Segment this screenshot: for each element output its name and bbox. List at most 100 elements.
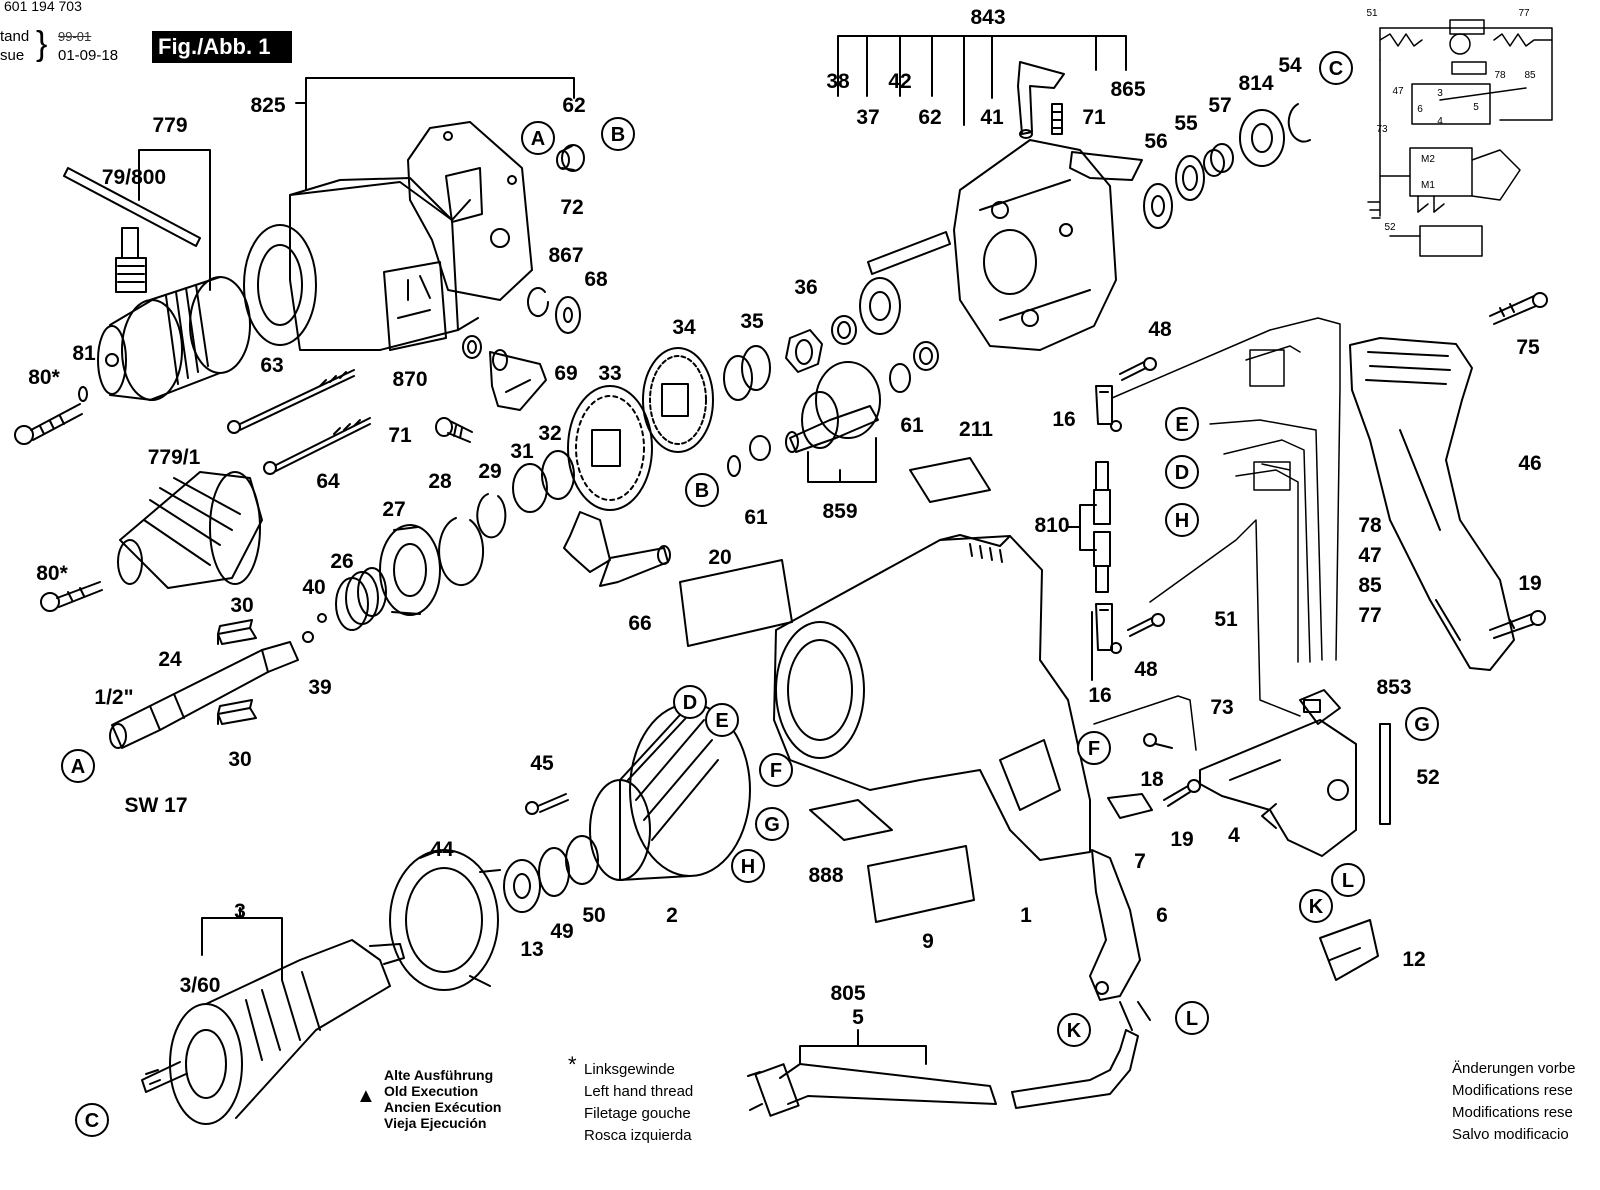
callout-40: 40	[302, 576, 325, 599]
changes-line-3: Modifications rese	[1452, 1104, 1573, 1121]
svg-text:K: K	[1067, 1020, 1082, 1042]
callout-78: 78	[1358, 514, 1382, 537]
nut-36	[785, 329, 823, 373]
legend-thread-line-4: Rosca izquierda	[584, 1127, 692, 1144]
callout-55: 55	[1174, 112, 1198, 135]
svg-text:B: B	[611, 124, 625, 146]
callout-779-1: 779/1	[148, 446, 201, 469]
washer-32	[541, 450, 575, 500]
bracket-843	[837, 35, 1127, 126]
callout-66: 66	[628, 612, 651, 635]
figure-title: Fig./Abb. 1	[152, 31, 292, 63]
callout-27: 27	[382, 498, 405, 521]
o-ring-870	[462, 335, 482, 359]
keyless-chuck-779-1	[117, 471, 263, 589]
callout-870: 870	[392, 368, 427, 391]
svg-text:G: G	[764, 814, 780, 836]
svg-text:D: D	[1175, 462, 1189, 484]
motor-housing-1	[773, 534, 1091, 861]
label-9	[867, 845, 975, 923]
armature-3	[141, 939, 405, 1125]
legend-changes: Änderungen vorbe Modifications rese Modi…	[1452, 1058, 1600, 1154]
connector-c-top: C	[1319, 51, 1353, 85]
connector-b-top: B	[601, 117, 635, 151]
callout-843: 843	[970, 6, 1005, 29]
wiring-label-77: 77	[1518, 8, 1530, 19]
callout-52: 52	[1416, 766, 1439, 789]
key-30-upper	[217, 619, 257, 645]
callout-24: 24	[158, 648, 182, 671]
callout-9: 9	[922, 930, 934, 953]
callout-49: 49	[550, 920, 573, 943]
bearing-13	[503, 859, 541, 913]
brush-holder-16-lower	[1095, 603, 1122, 654]
legend-thread-line-3: Filetage gouche	[584, 1105, 691, 1122]
svg-text:F: F	[770, 760, 782, 782]
callout-3: 3	[234, 900, 246, 923]
washer-55	[1175, 155, 1205, 201]
svg-text:C: C	[85, 1110, 99, 1132]
callout-859: 859	[822, 500, 857, 523]
callout-54: 54	[1278, 54, 1302, 77]
screw-18	[1143, 733, 1173, 749]
callout-64: 64	[316, 470, 340, 493]
callout-805: 805	[830, 982, 865, 1005]
svg-text:H: H	[741, 856, 755, 878]
key-30-lower	[217, 699, 257, 725]
needle-bearing-38	[831, 315, 857, 345]
legend-old-line-4: Vieja Ejecución	[384, 1115, 487, 1131]
stand-label: tand	[0, 28, 30, 45]
callout-779: 779	[152, 114, 187, 137]
changes-line-4: Salvo modificacio	[1452, 1126, 1569, 1143]
shifting-fork-66	[563, 511, 671, 587]
callout-48b: 48	[1134, 658, 1158, 681]
callout-35: 35	[740, 310, 764, 333]
callout-73: 73	[1210, 696, 1233, 719]
connector-g-stator: G	[755, 807, 789, 841]
callout-5: 5	[852, 1006, 864, 1029]
pin-42	[867, 231, 951, 275]
callout-50: 50	[582, 904, 605, 927]
callout-80a: 80*	[28, 366, 60, 389]
nut-37	[859, 277, 901, 335]
suppressor-12	[1319, 919, 1379, 981]
legend-old-line-1: Alte Ausführung	[384, 1067, 494, 1083]
callout-888: 888	[808, 864, 843, 887]
capacitor-52	[1379, 723, 1391, 825]
connector-e-stator: E	[705, 703, 739, 737]
callout-61a: 61	[900, 414, 924, 437]
svg-text:H: H	[1175, 510, 1189, 532]
screw-45	[525, 793, 569, 815]
callout-39: 39	[308, 676, 331, 699]
callout-3-60: 3/60	[180, 974, 221, 997]
asterisk-marker: *	[568, 1052, 577, 1077]
svg-text:B: B	[695, 480, 709, 502]
callout-12: 12	[1402, 948, 1425, 971]
bracket-859	[807, 437, 877, 483]
callout-32: 32	[538, 422, 561, 445]
connector-a-left: A	[61, 749, 95, 783]
connector-l-cord: L	[1175, 1001, 1209, 1035]
label-211	[909, 457, 991, 503]
legend-thread-line-1: Linksgewinde	[584, 1061, 675, 1078]
changes-line-2: Modifications rese	[1452, 1082, 1573, 1099]
power-cord-805	[747, 1001, 1151, 1117]
callout-19b: 19	[1170, 828, 1193, 851]
svg-text:L: L	[1186, 1008, 1198, 1030]
carbon-brushes-810	[1093, 461, 1111, 593]
cable-73	[1093, 695, 1197, 751]
callout-7: 7	[1134, 850, 1146, 873]
wiring-label-73: 73	[1376, 124, 1388, 135]
svg-text:D: D	[683, 692, 697, 714]
callout-71b: 71	[388, 424, 412, 447]
callout-30b: 30	[228, 748, 251, 771]
legend-thread-line-2: Left hand thread	[584, 1083, 694, 1100]
svg-text:C: C	[1329, 58, 1343, 80]
callout-51: 51	[1214, 608, 1238, 631]
gasket-plate-72	[407, 121, 533, 301]
spring-26	[335, 567, 387, 631]
wiring-label-52: 52	[1384, 222, 1396, 233]
callout-80b: 80*	[36, 562, 68, 585]
